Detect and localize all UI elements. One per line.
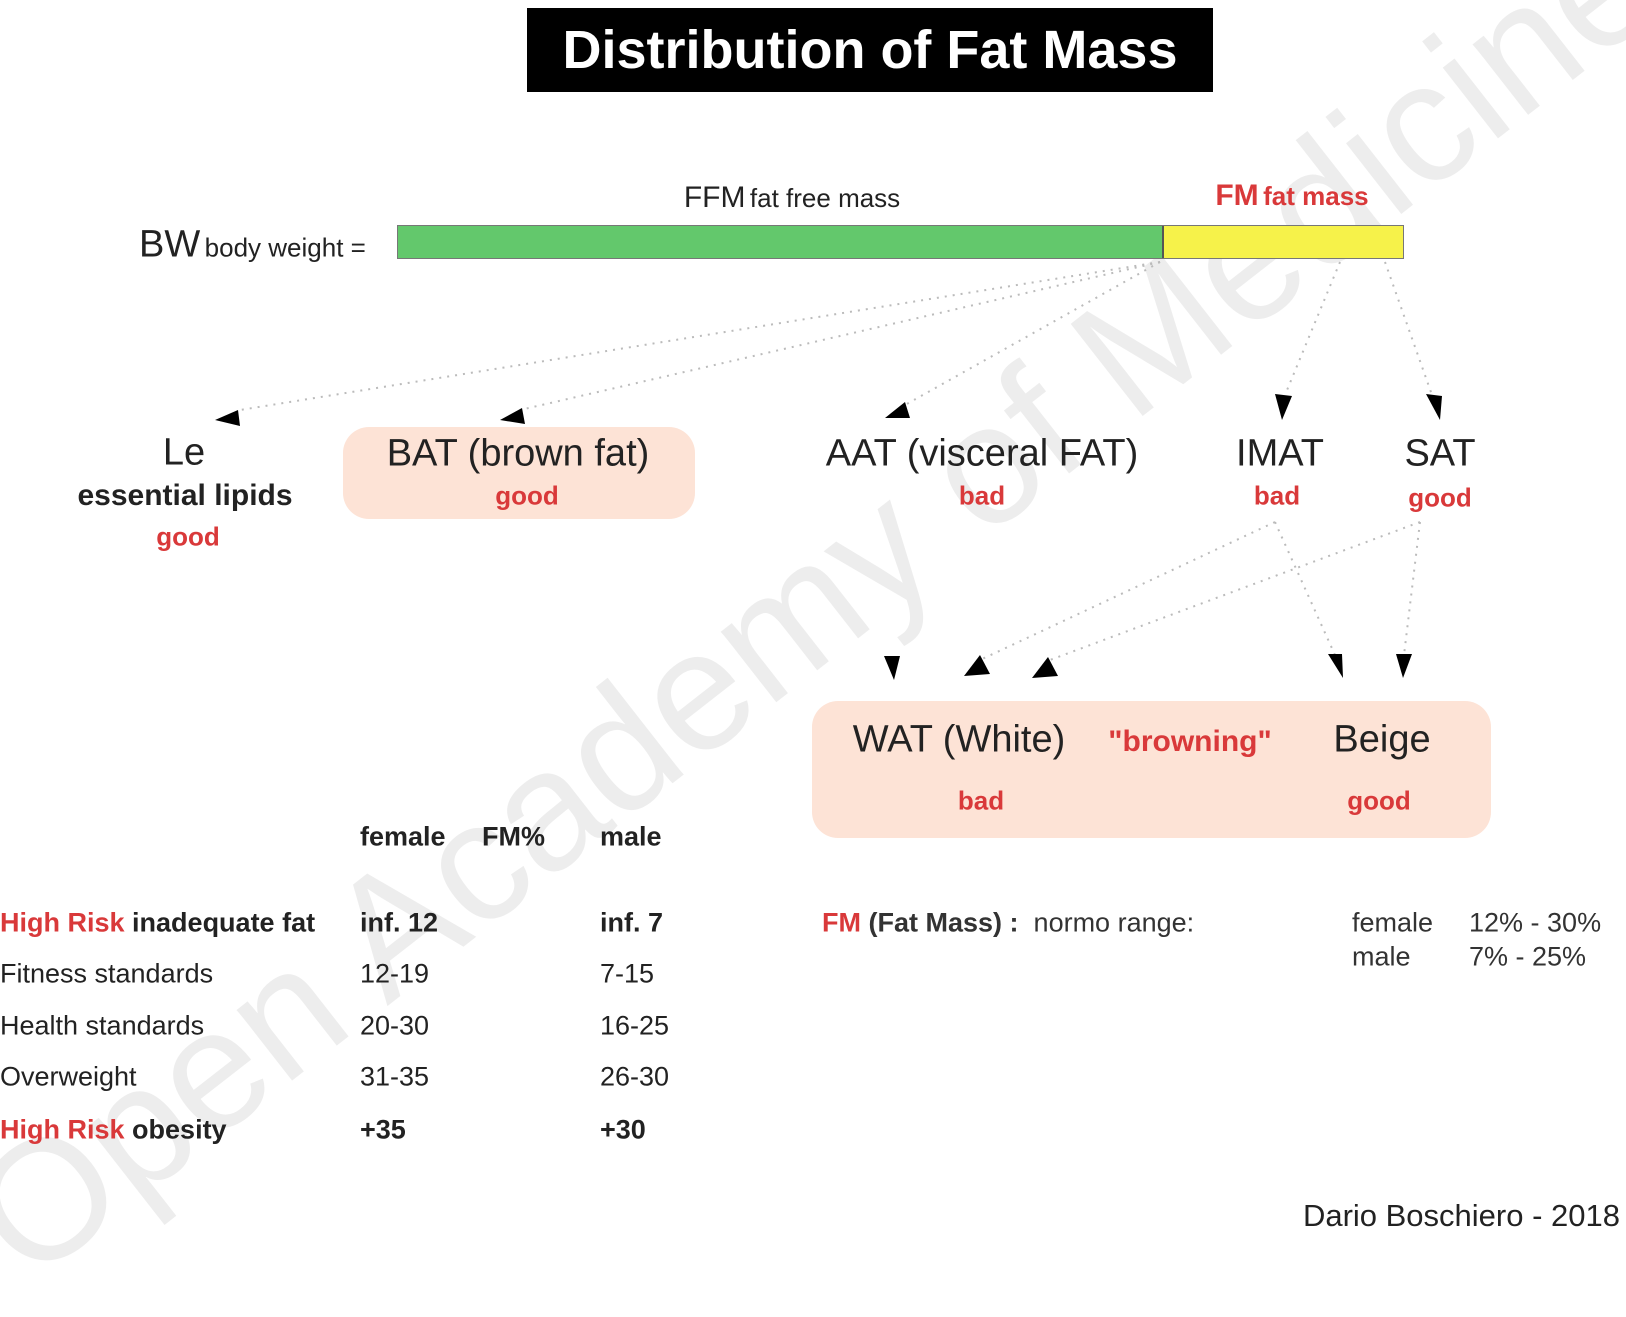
arrow-head (1032, 657, 1058, 678)
bw-text: body weight = (204, 232, 366, 263)
arrow-head (1396, 654, 1412, 678)
sat-rating: good (1408, 482, 1472, 513)
risk-label: High Risk (0, 907, 125, 938)
normo-male-range: 7% - 25% (1469, 941, 1587, 972)
male-value: inf. 7 (600, 907, 664, 938)
ffm-segment (398, 226, 1164, 258)
bat-box (343, 427, 695, 519)
ffm-text: fat free mass (749, 183, 901, 213)
imat-rating: bad (1253, 480, 1301, 511)
arrow-head (885, 402, 910, 418)
female-value: +35 (360, 1114, 406, 1145)
table-header-female: female (360, 821, 446, 852)
female-value: 31-35 (360, 1061, 430, 1092)
bw-abbr: BW (139, 223, 201, 266)
arrow-head (1275, 394, 1292, 420)
author-credit: Dario Boschiero - 2018 (1302, 1198, 1620, 1233)
imat-name: IMAT (1236, 432, 1324, 475)
bw-label: BW body weight = (139, 224, 366, 267)
arrow-head (1328, 654, 1343, 678)
connector-arrows (215, 261, 1442, 784)
normo-female-range: 12% - 30% (1469, 907, 1602, 938)
male-value: 16-25 (600, 1010, 670, 1041)
browning-label: "browning" (1108, 725, 1272, 758)
male-value: +30 (600, 1114, 646, 1145)
risk-label: High Risk (0, 1114, 125, 1145)
female-value: inf. 12 (360, 907, 439, 938)
aat-rating: bad (958, 480, 1006, 511)
normo-label: (Fat Mass) : (868, 907, 1019, 938)
aat-name: AAT (visceral FAT) (825, 432, 1139, 475)
sat-name: SAT (1404, 432, 1476, 475)
table-row: High Risk obesity (0, 1115, 227, 1146)
le-name: Le (162, 431, 206, 474)
ffm-label: FFM fat free mass (684, 181, 900, 215)
row-label: Fitness standards (0, 958, 214, 989)
row-label: Overweight (0, 1061, 137, 1092)
female-value: 12-19 (360, 958, 430, 989)
arrow-head (884, 656, 900, 680)
fm-abbr: FM (1215, 179, 1259, 212)
ffm-abbr: FFM (683, 181, 746, 214)
row-label: Health standards (0, 1010, 205, 1041)
bat-name: BAT (brown fat) (386, 432, 650, 475)
arrow-head (1426, 394, 1442, 420)
table-header-male: male (600, 821, 662, 852)
normo-range-label: normo range: (1033, 907, 1195, 938)
female-value: 20-30 (360, 1010, 430, 1041)
wat-name: WAT (White) (852, 718, 1066, 761)
fm-label: FM fat mass (1215, 179, 1368, 213)
arrow-head (964, 655, 990, 676)
fm-text: fat mass (1263, 181, 1369, 211)
row-label: inadequate fat (132, 907, 316, 938)
bat-rating: good (495, 480, 559, 511)
beige-rating: good (1347, 785, 1411, 816)
body-weight-bar (397, 225, 1404, 259)
normo-range: FM (Fat Mass) : normo range: (822, 908, 1194, 939)
wat-box (812, 701, 1491, 838)
normo-fm: FM (822, 907, 861, 938)
beige-name: Beige (1333, 718, 1431, 761)
le-sub: essential lipids (77, 479, 293, 512)
page-title: Distribution of Fat Mass (527, 8, 1213, 92)
fm-segment (1163, 226, 1403, 258)
normo-female: female (1352, 907, 1434, 938)
table-row: High Risk inadequate fat (0, 908, 315, 939)
normo-male: male (1352, 941, 1411, 972)
table-header-fm: FM% (482, 821, 545, 852)
male-value: 7-15 (600, 958, 655, 989)
wat-rating: bad (957, 785, 1005, 816)
arrow-head (215, 410, 240, 426)
arrow-head (500, 408, 525, 424)
le-rating: good (156, 521, 220, 552)
male-value: 26-30 (600, 1061, 670, 1092)
row-label: obesity (132, 1114, 227, 1145)
